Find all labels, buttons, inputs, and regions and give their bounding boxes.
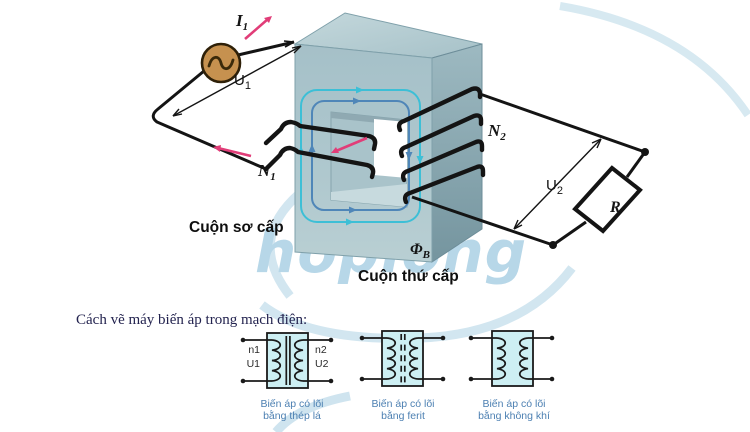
label-n1: N1 bbox=[257, 161, 276, 183]
wire-arrowhead bbox=[283, 40, 295, 48]
ferrite-core-lines-icon bbox=[400, 334, 406, 383]
flux-arrows bbox=[297, 86, 424, 226]
u2-measure-arrow bbox=[513, 138, 602, 230]
primary-winding-icon bbox=[496, 337, 507, 380]
core-window-floor bbox=[331, 184, 407, 207]
symbol-ferrite-core: Biến áp có lõi bằng ferit bbox=[359, 330, 446, 422]
air-caption-line2: bằng không khí bbox=[478, 409, 550, 422]
label-n2: N2 bbox=[487, 121, 506, 143]
label-u2: U2 bbox=[546, 177, 563, 197]
primary-winding-icon bbox=[386, 337, 397, 380]
label-r: R bbox=[609, 199, 621, 216]
label-u2-symbol: U2 bbox=[315, 358, 329, 370]
core-side-face bbox=[431, 43, 483, 263]
u1-measure-arrow bbox=[172, 45, 302, 117]
core-window-through-hole bbox=[374, 119, 407, 178]
secondary-winding-icon bbox=[408, 337, 419, 380]
secondary-coil bbox=[396, 86, 486, 205]
label-n2-symbol: n2 bbox=[315, 344, 327, 356]
i1-arrow bbox=[244, 18, 269, 40]
secondary-circuit bbox=[396, 86, 649, 249]
ferrite-caption-line2: bằng ferit bbox=[381, 409, 425, 422]
air-caption-line1: Biến áp có lõi bbox=[482, 398, 545, 410]
label-u1: U1 bbox=[234, 72, 251, 92]
load-resistor bbox=[572, 165, 643, 234]
primary-coil-label: Cuộn sơ cấp bbox=[189, 219, 284, 236]
iron-caption-line1: Biến áp có lõi bbox=[260, 398, 323, 410]
junction-dot-top bbox=[641, 148, 649, 156]
label-i1: I1 bbox=[235, 11, 248, 33]
window-arrow bbox=[335, 136, 368, 153]
iron-caption-line2: bằng thép lá bbox=[263, 409, 321, 422]
label-flux: ΦB bbox=[410, 241, 430, 261]
ac-source-icon bbox=[200, 42, 242, 84]
symbol-air-core: Biến áp có lõi bằng không khí bbox=[468, 330, 555, 422]
label-u1-symbol: U1 bbox=[247, 358, 261, 370]
primary-coil bbox=[263, 119, 378, 180]
n1-arrow bbox=[217, 146, 252, 158]
secondary-coil-label: Cuộn thứ cấp bbox=[358, 268, 459, 285]
label-n1-symbol: n1 bbox=[248, 344, 260, 356]
primary-circuit bbox=[151, 40, 378, 180]
current-direction-arrows bbox=[213, 16, 368, 158]
secondary-winding-icon bbox=[293, 339, 304, 382]
iron-core-lines-icon bbox=[285, 336, 291, 385]
transformer-core bbox=[293, 12, 483, 263]
section-caption: Cách vẽ máy biến áp trong mạch điện: bbox=[76, 312, 307, 328]
symbol-iron-core: n1 U1 n2 U2 Biến áp có lõi bằng thép lá bbox=[240, 332, 334, 422]
ferrite-caption-line1: Biến áp có lõi bbox=[371, 398, 434, 410]
junction-dot-bottom bbox=[549, 241, 557, 249]
secondary-winding-icon bbox=[518, 337, 529, 380]
primary-winding-icon bbox=[271, 339, 282, 382]
